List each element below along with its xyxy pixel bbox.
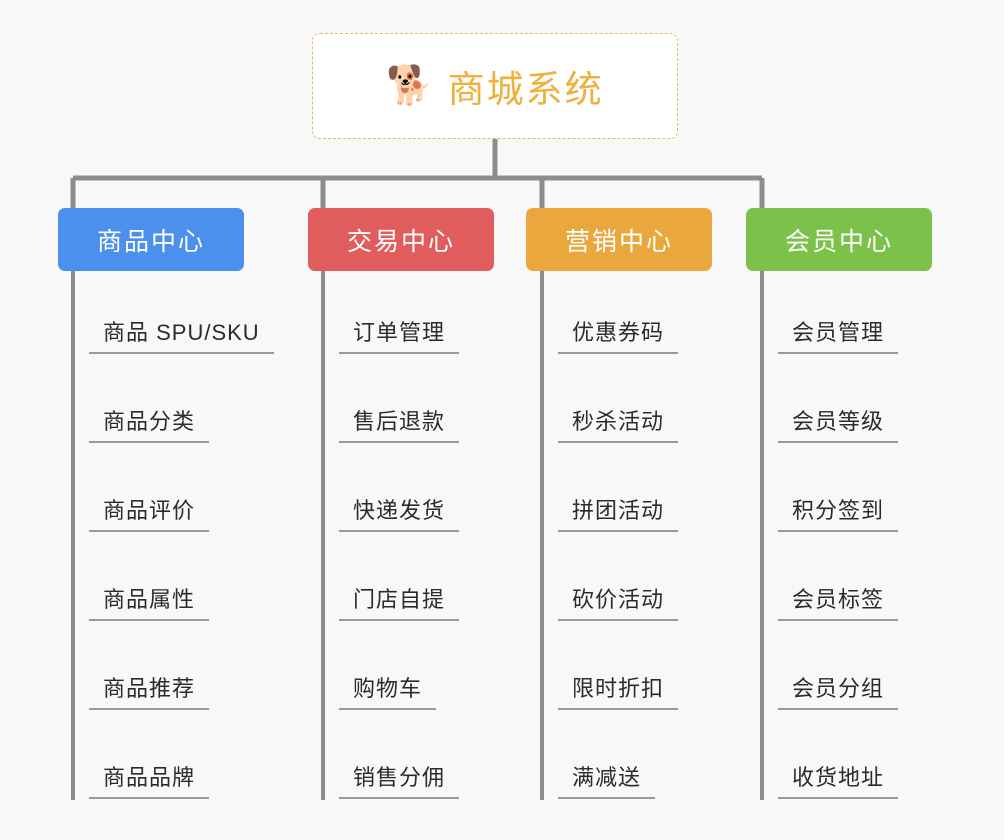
branch-header-label: 商品中心: [96, 227, 205, 256]
root-node[interactable]: 🐕 商城系统: [312, 33, 678, 139]
leaf-item[interactable]: 砍价活动: [558, 587, 679, 622]
leaf-item[interactable]: 会员分组: [778, 676, 899, 711]
leaf-item[interactable]: 销售分佣: [339, 765, 460, 800]
leaf-item[interactable]: 门店自提: [339, 587, 460, 622]
leaf-item-label: 会员标签: [792, 587, 885, 612]
leaf-item-label: 收货地址: [792, 765, 885, 790]
leaf-item[interactable]: 会员标签: [778, 587, 899, 622]
leaf-item-label: 售后退款: [353, 409, 446, 434]
leaf-item-label: 拼团活动: [572, 498, 665, 523]
leaf-item[interactable]: 商品推荐: [89, 676, 210, 711]
leaf-item[interactable]: 会员等级: [778, 409, 899, 444]
leaf-item[interactable]: 订单管理: [339, 320, 460, 355]
leaf-item-label: 积分签到: [792, 498, 885, 523]
leaf-item-label: 砍价活动: [572, 587, 665, 612]
branch-header-1[interactable]: 商品中心: [58, 208, 244, 271]
leaf-item-label: 商品分类: [103, 409, 196, 434]
leaf-item-label: 订单管理: [353, 320, 446, 345]
leaf-item[interactable]: 收货地址: [778, 765, 899, 800]
leaf-item-label: 商品评价: [103, 498, 196, 523]
leaf-item-label: 会员分组: [792, 676, 885, 701]
leaf-item-label: 商品推荐: [103, 676, 196, 701]
leaf-item-label: 购物车: [353, 676, 423, 701]
leaf-item[interactable]: 秒杀活动: [558, 409, 679, 444]
leaf-item[interactable]: 购物车: [339, 676, 437, 711]
leaf-item-label: 会员管理: [792, 320, 885, 345]
leaf-item[interactable]: 满减送: [558, 765, 656, 800]
leaf-item-label: 商品属性: [103, 587, 196, 612]
leaf-item[interactable]: 售后退款: [339, 409, 460, 444]
leaf-item[interactable]: 积分签到: [778, 498, 899, 533]
leaf-item[interactable]: 会员管理: [778, 320, 899, 355]
leaf-item-label: 商品品牌: [103, 765, 196, 790]
leaf-item[interactable]: 商品分类: [89, 409, 210, 444]
leaf-item[interactable]: 快递发货: [339, 498, 460, 533]
leaf-item-label: 秒杀活动: [572, 409, 665, 434]
shiba-dog-emoji: 🐕: [386, 65, 434, 107]
leaf-item[interactable]: 拼团活动: [558, 498, 679, 533]
leaf-item-label: 快递发货: [353, 498, 446, 523]
page-title: 商城系统: [447, 69, 604, 110]
branch-header-2[interactable]: 交易中心: [308, 208, 494, 271]
leaf-item-label: 满减送: [572, 765, 642, 790]
branch-header-label: 会员中心: [784, 227, 893, 256]
branch-header-label: 交易中心: [346, 227, 455, 256]
leaf-item[interactable]: 商品 SPU/SKU: [89, 320, 274, 355]
leaf-item-label: 销售分佣: [353, 765, 446, 790]
branch-header-label: 营销中心: [564, 227, 673, 256]
leaf-item-label: 优惠券码: [572, 320, 665, 345]
leaf-item[interactable]: 商品品牌: [89, 765, 210, 800]
leaf-item[interactable]: 限时折扣: [558, 676, 679, 711]
branch-header-3[interactable]: 营销中心: [526, 208, 712, 271]
leaf-item[interactable]: 商品属性: [89, 587, 210, 622]
leaf-item-label: 商品 SPU/SKU: [103, 320, 260, 345]
branch-header-4[interactable]: 会员中心: [746, 208, 932, 271]
leaf-item-label: 限时折扣: [572, 676, 665, 701]
leaf-item-label: 门店自提: [353, 587, 446, 612]
leaf-item[interactable]: 优惠券码: [558, 320, 679, 355]
leaf-item-label: 会员等级: [792, 409, 885, 434]
leaf-item[interactable]: 商品评价: [89, 498, 210, 533]
